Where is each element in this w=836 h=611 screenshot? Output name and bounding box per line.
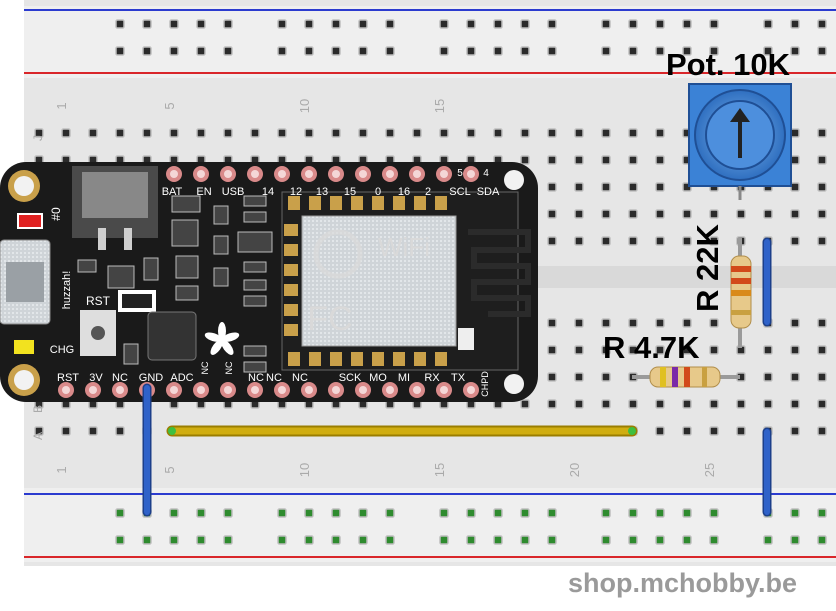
bottom-power-rail	[24, 488, 836, 562]
column-number: 15	[432, 463, 447, 477]
blue-wires	[142, 237, 772, 517]
column-number: 10	[297, 463, 312, 477]
bottom-pin-label: NC	[200, 361, 210, 374]
bottom-pin-label: NC	[248, 372, 264, 384]
bottom-pin-label: 3V	[89, 372, 103, 384]
top-pin-label: 13	[316, 186, 328, 198]
top-pin-label: 15	[344, 186, 356, 198]
huzzah-board	[0, 162, 538, 402]
row-letter: J	[31, 135, 45, 141]
top-pin-label: 16	[398, 186, 410, 198]
top-pin-label: SDA	[477, 186, 500, 198]
column-number: 1	[54, 102, 69, 109]
breadboard-holes	[34, 19, 827, 545]
column-number: 10	[297, 99, 312, 113]
bottom-pin-label: RST	[57, 372, 79, 384]
bottom-pin-label: CHPD	[480, 371, 490, 397]
bottom-pin-label: NC	[112, 372, 128, 384]
top-pin-label: 14	[262, 186, 274, 198]
bottom-pin-label: NC	[266, 372, 282, 384]
hash-label: #0	[49, 207, 63, 221]
r47k-label: R 4.7K	[603, 330, 700, 365]
column-number: 5	[162, 466, 177, 473]
bottom-pin-label: NC	[224, 361, 234, 374]
top-pin-label: SCL	[449, 186, 470, 198]
rst-label: RST	[86, 294, 111, 308]
wifi-logo-text: WiFi	[378, 232, 430, 262]
chg-led	[14, 340, 34, 354]
top-pin-label: 5	[457, 168, 463, 179]
top-pin-label: BAT	[162, 186, 183, 198]
top-pin-label: EN	[196, 186, 211, 198]
bottom-pin-label: MI	[398, 372, 410, 384]
resistor-22k	[730, 238, 752, 348]
bottom-pin-label: SCK	[339, 372, 362, 384]
bottom-pin-label: TX	[451, 372, 466, 384]
antenna-trace	[468, 229, 531, 317]
resistor-4-7k	[632, 366, 740, 388]
column-number: 5	[162, 102, 177, 109]
top-pin-label: 2	[425, 186, 431, 198]
watermark: shop.mchobby.be	[568, 568, 798, 598]
adafruit-logo	[204, 322, 240, 355]
bottom-pin-label: MO	[369, 372, 387, 384]
row-letter: B	[31, 405, 45, 413]
pot-label: Pot. 10K	[666, 47, 791, 82]
top-pin-label: 0	[375, 186, 381, 198]
r22k-label: R 22K	[690, 224, 725, 312]
row-letter: A	[31, 432, 45, 440]
potentiometer	[688, 83, 792, 187]
top-pin-label: 4	[483, 168, 489, 179]
huzzah-label: huzzah!	[61, 271, 73, 310]
bottom-pin-label: ADC	[170, 372, 193, 384]
bottom-pin-label: GND	[139, 372, 164, 384]
mcu-chip	[147, 311, 197, 361]
top-pin-label: USB	[222, 186, 245, 198]
chg-label: CHG	[50, 344, 74, 356]
column-number: 15	[432, 99, 447, 113]
column-number: 20	[567, 463, 582, 477]
red-led	[17, 213, 43, 229]
fc-logo-text: FC	[307, 300, 352, 338]
column-number: 1	[54, 466, 69, 473]
top-power-rail	[24, 6, 836, 78]
column-number: 25	[702, 463, 717, 477]
bottom-pin-label: RX	[424, 372, 440, 384]
bottom-pin-label: NC	[292, 372, 308, 384]
esp-shield	[301, 215, 457, 347]
top-pin-label: 12	[290, 186, 302, 198]
